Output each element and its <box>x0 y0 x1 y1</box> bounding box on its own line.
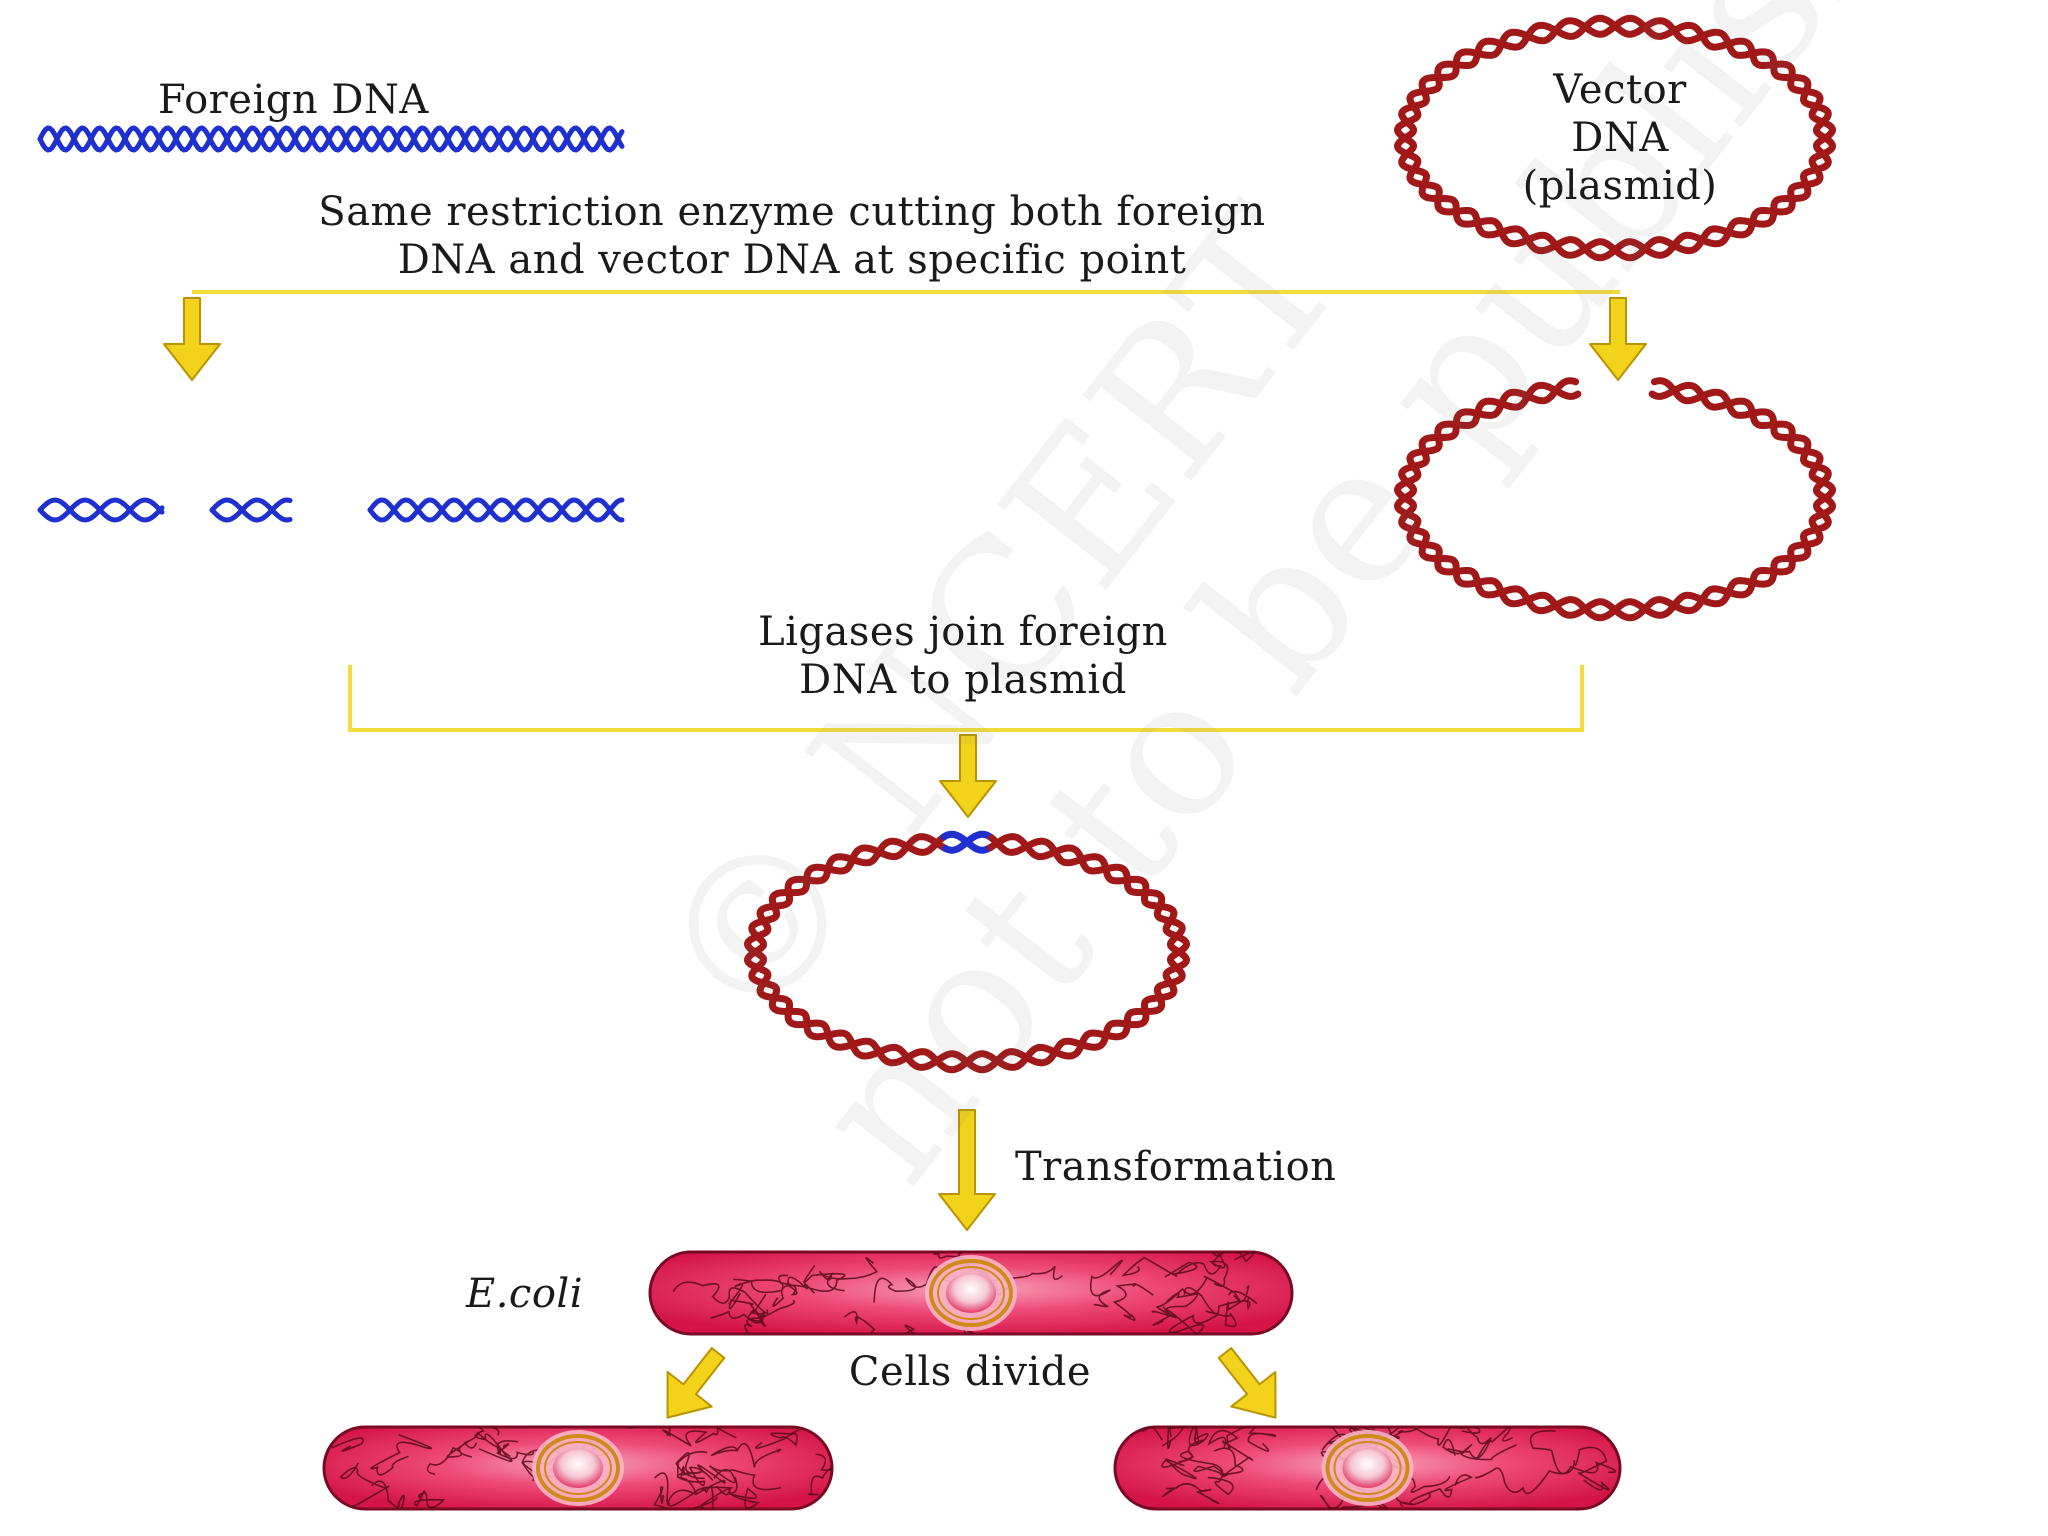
cut-plasmid-circle <box>1393 377 1837 622</box>
transformation-arrow <box>938 1109 996 1231</box>
foreign-dna-fragment-1 <box>37 497 165 523</box>
foreign-dna-helix <box>37 125 625 153</box>
recombinant-plasmid-circle <box>743 830 1191 1074</box>
arrow-to-cut-plasmid <box>1589 297 1647 381</box>
dna-strands <box>37 14 1837 1074</box>
label-vector-dna-line2: DNA <box>1571 115 1669 161</box>
ligase-bracket <box>348 665 1584 732</box>
arrow-to-recombinant <box>939 734 997 818</box>
ecoli-cell-parent <box>648 1250 1294 1336</box>
label-restriction-line2: DNA and vector DNA at specific point <box>397 237 1187 283</box>
label-restriction-line1: Same restriction enzyme cutting both for… <box>318 189 1266 235</box>
label-foreign-dna: Foreign DNA <box>158 77 429 123</box>
cells-divide-arrow-left <box>666 1347 726 1419</box>
arrows <box>163 297 1647 1419</box>
ecoli-cells <box>322 1250 1622 1511</box>
cells-divide-arrow-right <box>1217 1347 1277 1419</box>
label-vector-dna-line3: (plasmid) <box>1522 163 1718 209</box>
ecoli-cell-daughter-right <box>1113 1425 1622 1511</box>
arrow-to-foreign-fragments <box>163 297 221 381</box>
vector-plasmid-circle <box>1393 14 1837 262</box>
label-ligase-line1: Ligases join foreign <box>758 609 1168 655</box>
label-vector-dna-line1: Vector <box>1553 67 1687 113</box>
label-ecoli: E.coli <box>466 1271 583 1317</box>
label-ligase-line2: DNA to plasmid <box>799 657 1127 703</box>
foreign-dna-fragment-3 <box>367 497 625 523</box>
label-transformation: Transformation <box>1015 1144 1337 1190</box>
ecoli-cell-daughter-left <box>322 1425 834 1511</box>
foreign-dna-fragment-2 <box>209 497 293 523</box>
label-cells-divide: Cells divide <box>848 1349 1092 1395</box>
